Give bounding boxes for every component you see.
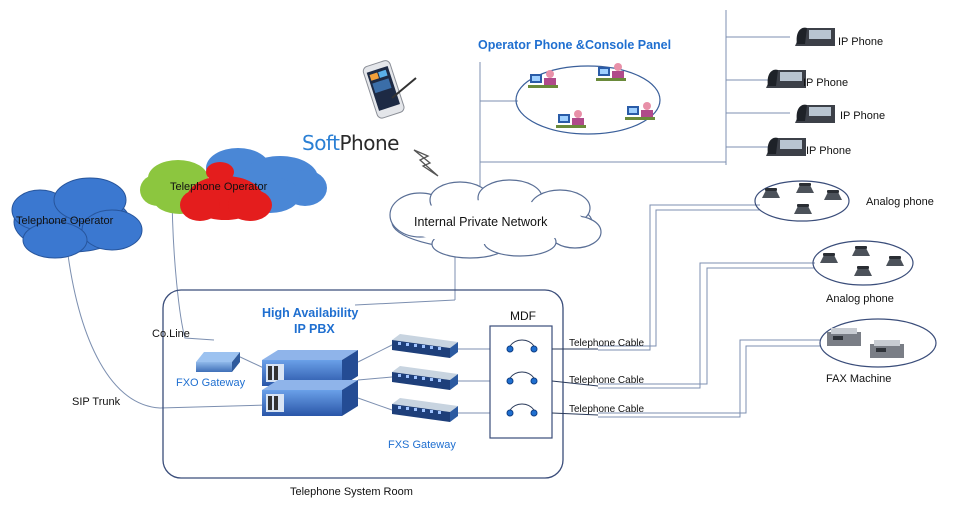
- co-line-label: Co.Line: [152, 328, 190, 340]
- fxo-gateway-label: FXO Gateway: [176, 377, 246, 389]
- sip-trunk: [67, 254, 269, 409]
- telephone-system-room: [162, 289, 564, 479]
- mdf-label: MDF: [510, 309, 536, 323]
- ha-pbx-label-line2: IP PBX: [294, 322, 335, 336]
- analog-phone-icon: [794, 204, 812, 214]
- internal-network-label: Internal Private Network: [414, 215, 548, 229]
- fax-machine-label: FAX Machine: [826, 373, 892, 385]
- operator-workstation-icon: [625, 102, 655, 120]
- ha-pbx-label-line1: High Availability: [262, 306, 359, 320]
- sip-trunk-label: SIP Trunk: [72, 396, 121, 408]
- ip-phone-icon: [795, 27, 835, 46]
- analog-phone-group-1: [754, 180, 850, 222]
- analog-phone-icon: [824, 190, 842, 200]
- telephone-operator-top-label: Telephone Operator: [170, 181, 268, 193]
- fax-machine-group: [819, 318, 937, 368]
- system-room-label: Telephone System Room: [290, 486, 413, 498]
- fxo-gateway-device: [196, 352, 240, 372]
- operator-workstation-icon: [596, 63, 626, 81]
- telephone-operator-cloud-top: [140, 148, 327, 221]
- softphone-label-phone: Phone: [339, 131, 399, 155]
- operator-console-ring: [515, 63, 661, 135]
- stylus-icon: [391, 77, 417, 99]
- analog-phone-group-2: [812, 240, 914, 286]
- telephone-cable-label: Telephone Cable: [569, 338, 645, 349]
- internal-network-cloud: [389, 179, 602, 259]
- fax-machine-icon: [870, 340, 904, 358]
- telephone-cable-label: Telephone Cable: [569, 404, 645, 415]
- connection-lines: [67, 10, 820, 418]
- analog-phone-icon: [820, 253, 838, 263]
- telephone-operator-left-label: Telephone Operator: [16, 215, 114, 227]
- smartphone-icon: [362, 60, 405, 119]
- softphone-label-soft: Soft: [302, 131, 340, 155]
- ip-phone-icon: [766, 137, 806, 156]
- operator-panel-label: Operator Phone &Console Panel: [478, 38, 672, 52]
- analog-phone-icon: [852, 246, 870, 256]
- operator-workstation-icon: [528, 70, 558, 88]
- analog-phone-icon: [854, 266, 872, 276]
- mdf-frame: [489, 325, 599, 439]
- telephone-operator-cloud-left: [11, 177, 143, 259]
- analog-phone-icon: [762, 188, 780, 198]
- analog-phone-label: Analog phone: [826, 293, 894, 305]
- ip-phone-label: IP Phone: [803, 77, 849, 89]
- wireless-lightning-icon: [413, 149, 439, 177]
- analog-phone-label: Analog phone: [866, 196, 934, 208]
- fxs-gateway-devices: [392, 334, 458, 422]
- operator-workstation-icon: [556, 110, 586, 128]
- ip-phone-icon: [795, 104, 835, 123]
- fax-machine-icon: [827, 328, 861, 346]
- ip-phone-label: IP Phone: [806, 145, 852, 157]
- fxs-gateway-label: FXS Gateway: [388, 439, 456, 451]
- softphone-label: SoftPhone: [302, 131, 399, 155]
- analog-phone-icon: [886, 256, 904, 266]
- ip-phone-icon: [766, 69, 806, 88]
- ip-phone-label: IP Phone: [838, 36, 884, 48]
- telephone-cable-label: Telephone Cable: [569, 375, 645, 386]
- ip-pbx-server-stack: [262, 350, 358, 416]
- ip-phone-label: IP Phone: [840, 110, 886, 122]
- analog-phone-icon: [796, 183, 814, 193]
